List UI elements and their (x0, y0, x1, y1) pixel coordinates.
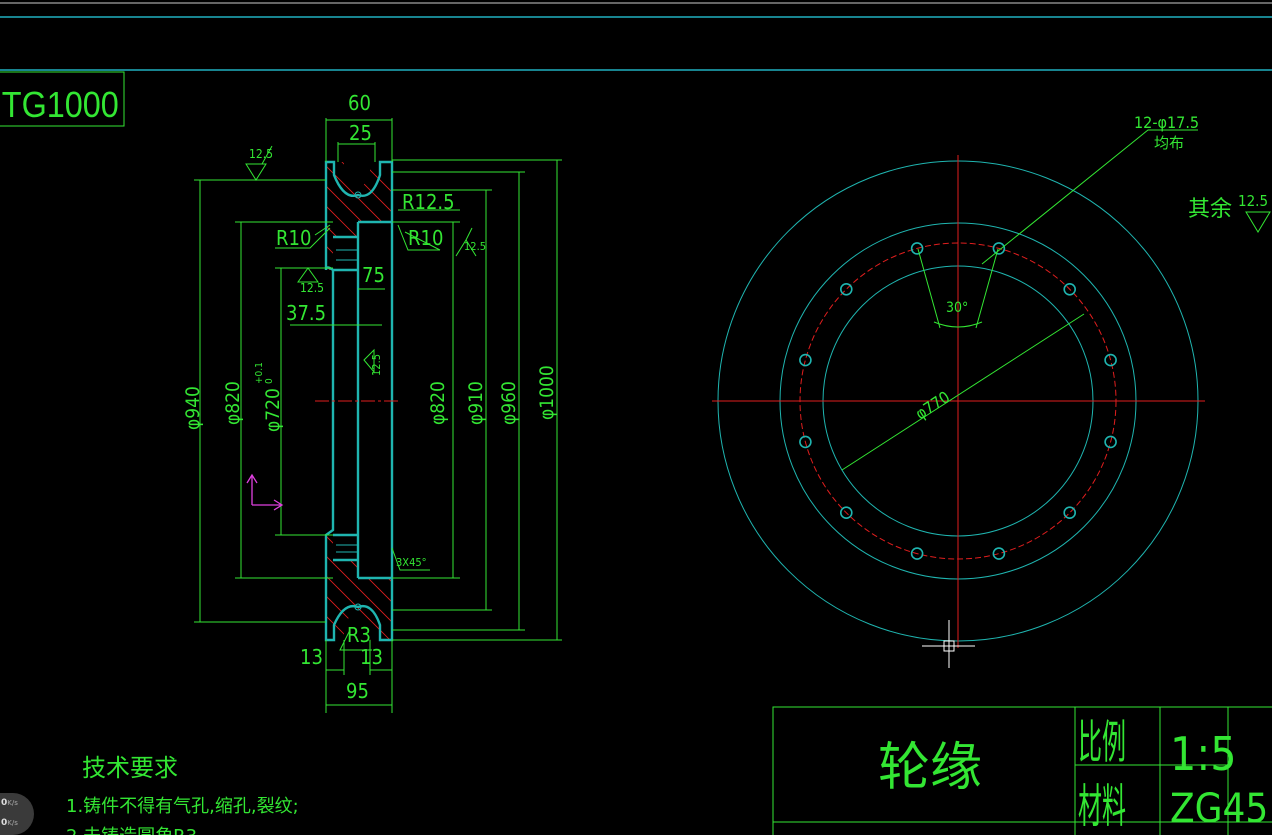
scale-label: 比例 (1078, 715, 1126, 769)
notes-heading: 技术要求 (82, 754, 178, 782)
material-label: 材料 (1078, 779, 1126, 833)
svg-text:12.5: 12.5 (370, 354, 383, 376)
bolt-hole (1104, 435, 1117, 449)
network-speed-widget: 0K/s 0K/s (0, 793, 34, 835)
bolt-hole (1104, 353, 1117, 367)
dim-phi820-left: φ820 (222, 381, 244, 425)
upload-speed: 0K/s (1, 798, 18, 808)
bolt-hole (910, 547, 924, 560)
dim-tol-upper: +0.1 (254, 362, 265, 384)
dim-13-left: 13 (300, 645, 323, 669)
dim-r10-left: R10 (276, 226, 311, 250)
dim-phi960: φ960 (498, 381, 520, 425)
angle-arc (933, 321, 983, 328)
svg-text:其余: 其余 (1188, 197, 1232, 222)
section-dimension-texts: 60 25 R12.5 R10 R10 75 37.5 3X45° R3 13 … (182, 91, 558, 703)
bolt-hole (799, 353, 812, 367)
dim-phi940: φ940 (182, 386, 204, 430)
dim-phi1000: φ1000 (536, 365, 558, 420)
bolt-hole (799, 435, 812, 449)
bolt-hole (1063, 282, 1076, 296)
material-value: ZG45 (1170, 786, 1268, 832)
bolt-hole (839, 282, 853, 296)
hole-note: 均布 (1154, 134, 1184, 152)
svg-text:12.5: 12.5 (1238, 192, 1268, 210)
svg-text:12.5: 12.5 (300, 281, 324, 295)
dim-37-5: 37.5 (286, 301, 326, 325)
roughness-symbols: 12.5 12.5 12.5 12.5 (245, 145, 486, 376)
dim-95: 95 (346, 679, 369, 703)
title-block: 轮缘 比例 1:5 材料 ZG45 (772, 706, 1272, 835)
dim-60: 60 (348, 91, 371, 115)
dim-75: 75 (362, 263, 385, 287)
other-roughness: 其余 12.5 (1188, 192, 1271, 233)
drawing-number-box: TG1000 (0, 71, 125, 127)
drawing-frame (0, 2, 1272, 71)
bolt-circle-leader (841, 313, 1085, 471)
part-name: 轮缘 (878, 738, 982, 798)
dim-phi720: φ720 (262, 388, 284, 432)
drawing-number: TG1000 (2, 85, 119, 125)
dim-tol-lower: 0 (264, 378, 275, 384)
scale-value: 1:5 (1170, 727, 1237, 781)
dim-r3: R3 (347, 623, 371, 647)
bolt-circle-label: φ770 (912, 387, 953, 423)
dim-phi820-right: φ820 (427, 381, 449, 425)
dim-phi910: φ910 (465, 381, 487, 425)
dim-25: 25 (349, 121, 372, 145)
ucs-icon (246, 473, 284, 511)
section-view: 12.5 12.5 12.5 12.5 60 25 R12.5 R10 R10 … (182, 91, 562, 713)
crosshair-cursor (922, 620, 975, 668)
dim-r10-right: R10 (408, 226, 443, 250)
dim-13-right: 13 (360, 645, 383, 669)
download-speed: 0K/s (1, 818, 18, 828)
bolt-hole (839, 506, 853, 520)
section-outline (324, 160, 394, 642)
bolt-hole (910, 242, 924, 255)
front-view: 30° φ770 12-φ17.5 均布 (712, 113, 1205, 668)
technical-notes: 技术要求 1.铸件不得有气孔,缩孔,裂纹; 2.未铸造圆角R3 (66, 754, 299, 835)
hole-callout-leader (981, 129, 1198, 265)
section-dimension-lines (194, 118, 562, 713)
section-hatch (326, 162, 392, 640)
angle-lines (917, 248, 999, 329)
svg-text:12.5: 12.5 (249, 147, 273, 161)
angle-label: 30° (946, 300, 968, 316)
bolt-holes (799, 242, 1117, 560)
bolt-hole (1063, 506, 1076, 520)
notes-line-2: 2.未铸造圆角R3 (66, 826, 197, 835)
dim-chamfer: 3X45° (396, 556, 427, 569)
svg-text:12.5: 12.5 (464, 240, 486, 253)
notes-line-1: 1.铸件不得有气孔,缩孔,裂纹; (66, 796, 299, 817)
bolt-hole (992, 242, 1006, 255)
bolt-hole (992, 547, 1006, 560)
hole-callout: 12-φ17.5 (1134, 113, 1199, 132)
dim-r12-5: R12.5 (402, 190, 455, 214)
